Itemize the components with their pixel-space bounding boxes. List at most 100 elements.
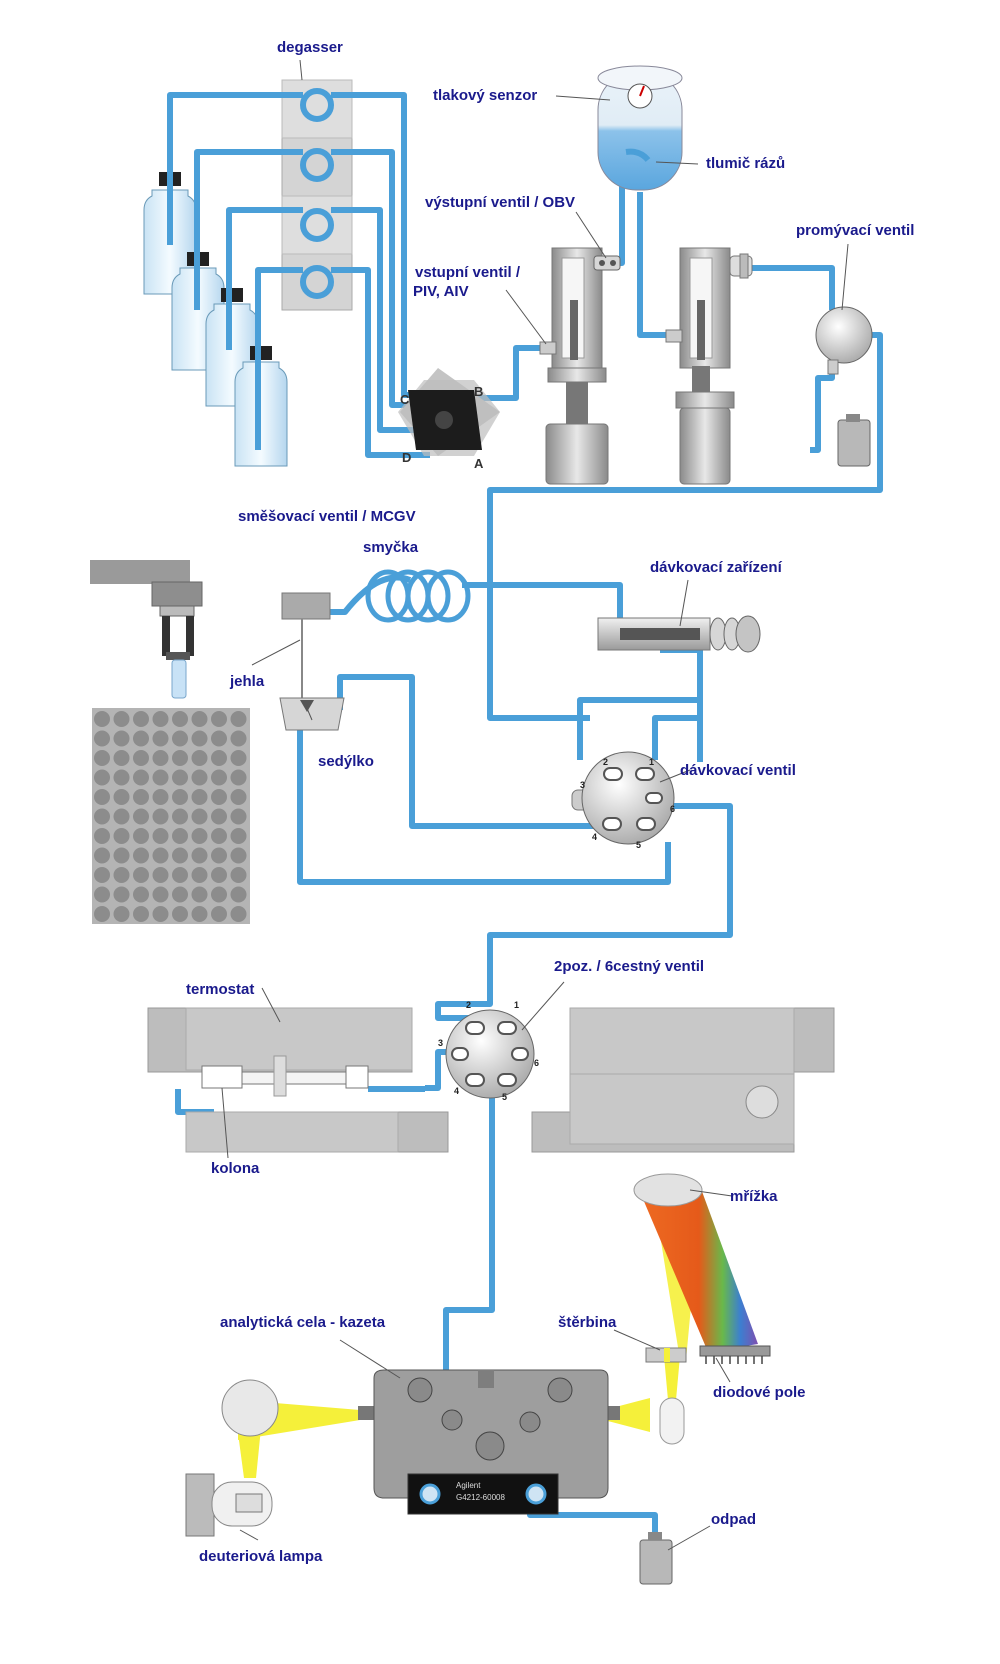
vial-well (94, 867, 110, 883)
pump2-fitting (729, 253, 753, 279)
label-column-switch: 2poz. / 6cestný ventil (554, 958, 705, 975)
vial-well (133, 828, 149, 844)
vial-well (211, 906, 227, 922)
vial-well (113, 867, 130, 883)
vial-well (133, 711, 149, 727)
vial-well (211, 789, 227, 805)
label-slit: štěrbina (558, 1314, 617, 1331)
waste-canister-icon (639, 1532, 673, 1585)
mcgv-port-d: D (402, 450, 411, 465)
vial-well (211, 769, 227, 786)
vial-well (230, 867, 247, 883)
injection-valve: 2 1 3 4 5 6 (571, 751, 675, 850)
vial-well (133, 886, 149, 903)
vial-well (191, 769, 208, 786)
vial-well (152, 730, 169, 747)
vial-well (94, 750, 110, 766)
leader-lines (221, 59, 849, 1551)
purge-waste-canister-icon (837, 414, 871, 467)
vial-well (113, 828, 130, 844)
grating-icon (633, 1173, 703, 1207)
vial-well (133, 789, 149, 805)
label-purge-valve: promývací ventil (796, 222, 915, 239)
vial-well (152, 750, 169, 766)
outlet-valve-obv (593, 255, 621, 271)
vial-well (191, 808, 208, 825)
label-inlet-valve-2: PIV, AIV (413, 283, 469, 300)
vial-well (230, 789, 247, 805)
csv-port-6: 6 (534, 1058, 539, 1068)
deuterium-lamp-icon (185, 1379, 279, 1537)
vial-well (211, 750, 227, 766)
vial-well (152, 808, 169, 825)
thermostat-right (531, 1007, 835, 1153)
vial-well (172, 886, 188, 903)
vial-well (94, 789, 110, 805)
sample-loop-coil (365, 569, 471, 623)
vial-well (133, 906, 149, 922)
label-damper: tlumič rázů (706, 155, 786, 172)
label-injection-valve: dávkovací ventil (680, 762, 796, 779)
vial-well (211, 730, 227, 747)
flow-cell-cartridge: Agilent G4212-60008 (358, 1369, 620, 1515)
inj-port-6: 6 (670, 804, 675, 814)
vial-well (113, 808, 130, 825)
cartridge-brand: Agilent (456, 1481, 481, 1490)
label-grating: mřížka (730, 1188, 778, 1205)
inj-port-4: 4 (592, 832, 597, 842)
vial-well (152, 769, 169, 786)
vial-well (172, 769, 188, 786)
label-waste: odpad (711, 1511, 756, 1528)
csv-port-2: 2 (466, 1000, 471, 1010)
label-inlet-valve-1: vstupní ventil / (415, 264, 521, 281)
vial-well (172, 789, 188, 805)
label-outlet-valve: výstupní ventil / OBV (425, 194, 576, 211)
vial-well (113, 711, 130, 727)
inj-port-5: 5 (636, 840, 641, 850)
damper-and-sensor (597, 65, 683, 191)
vial-well (230, 906, 247, 922)
slit-icon (645, 1347, 687, 1363)
mcgv-port-c: C (400, 392, 410, 407)
vial-well (152, 828, 169, 844)
label-cell: analytická cela - kazeta (220, 1314, 386, 1331)
label-degasser: degasser (277, 39, 343, 56)
vial-well (152, 906, 169, 922)
vial-well (94, 886, 110, 903)
vial-well (230, 769, 247, 786)
vial-well (94, 730, 110, 747)
label-diode-array: diodové pole (713, 1384, 806, 1401)
pump-head-2 (665, 247, 753, 485)
vial-well (133, 847, 149, 864)
metering-device (597, 615, 761, 653)
pump-head-1 (539, 247, 615, 485)
degasser-unit (281, 79, 353, 311)
vial-well (113, 886, 130, 903)
vial-well (152, 789, 169, 805)
vial-well (211, 886, 227, 903)
csv-port-1: 1 (514, 1000, 519, 1010)
vial-well (94, 828, 110, 844)
vial-well (172, 730, 188, 747)
vial-well (133, 750, 149, 766)
grating-beam (640, 1186, 758, 1352)
csv-port-3: 3 (438, 1038, 443, 1048)
purge-valve-icon (815, 306, 873, 375)
vial-well (191, 867, 208, 883)
csv-port-4: 4 (454, 1086, 459, 1096)
vial-well (172, 711, 188, 727)
vial-well (230, 828, 247, 844)
vial-well (133, 808, 149, 825)
vial-well (94, 906, 110, 922)
vial-well (172, 906, 188, 922)
vial-well (211, 808, 227, 825)
vial-well (230, 711, 247, 727)
vial-well (191, 828, 208, 844)
vial-well (191, 847, 208, 864)
vial-well (172, 750, 188, 766)
mcgv-port-a: A (474, 456, 484, 471)
vial-well (211, 847, 227, 864)
thermostat-left (147, 1007, 449, 1153)
inj-port-3: 3 (580, 780, 585, 790)
